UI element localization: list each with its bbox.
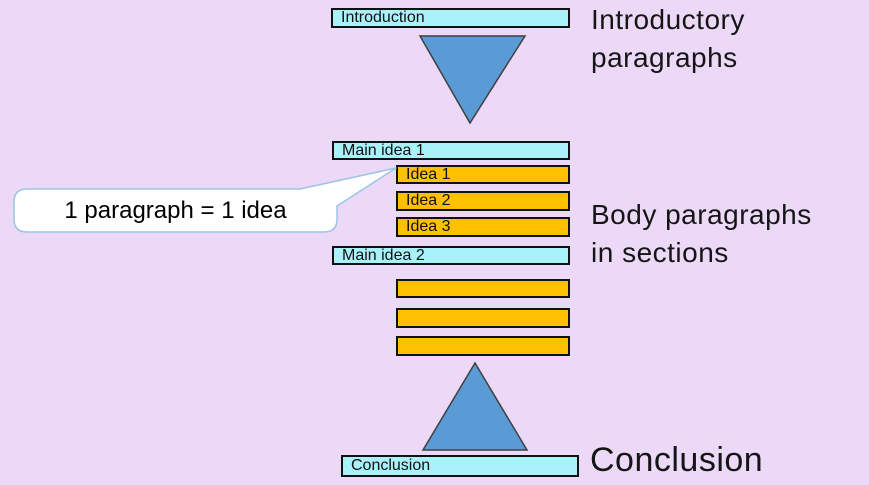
idea-1-label: Idea 1 bbox=[406, 165, 451, 183]
empty-idea-box-1 bbox=[396, 279, 570, 298]
introductory-label-line1: Introductory bbox=[591, 4, 745, 35]
main-idea-2-box: Main idea 2 bbox=[332, 246, 570, 265]
idea-3-box: Idea 3 bbox=[396, 217, 570, 237]
empty-idea-box-3 bbox=[396, 336, 570, 356]
introductory-paragraphs-label: Introductory paragraphs bbox=[591, 1, 745, 77]
body-label-line1: Body paragraphs bbox=[591, 199, 812, 230]
idea-2-box: Idea 2 bbox=[396, 191, 570, 211]
body-paragraphs-label: Body paragraphs in sections bbox=[591, 196, 812, 272]
idea-1-box: Idea 1 bbox=[396, 165, 570, 184]
introduction-box-label: Introduction bbox=[341, 9, 425, 26]
down-arrow-triangle bbox=[418, 35, 527, 125]
idea-3-label: Idea 3 bbox=[406, 218, 451, 235]
body-label-line2: in sections bbox=[591, 237, 729, 268]
main-idea-1-label: Main idea 1 bbox=[342, 141, 425, 159]
callout-bubble bbox=[13, 167, 397, 233]
conclusion-box: Conclusion bbox=[341, 455, 579, 477]
main-idea-2-label: Main idea 2 bbox=[342, 246, 425, 264]
introductory-label-line2: paragraphs bbox=[591, 42, 738, 73]
up-arrow-triangle bbox=[421, 361, 529, 451]
callout-text: 1 paragraph = 1 idea bbox=[64, 196, 287, 224]
main-idea-1-box: Main idea 1 bbox=[332, 141, 570, 160]
empty-idea-box-2 bbox=[396, 308, 570, 328]
introduction-box: Introduction bbox=[331, 8, 570, 28]
conclusion-label: Conclusion bbox=[590, 441, 764, 479]
conclusion-box-label: Conclusion bbox=[351, 457, 431, 474]
idea-2-label: Idea 2 bbox=[406, 192, 451, 209]
